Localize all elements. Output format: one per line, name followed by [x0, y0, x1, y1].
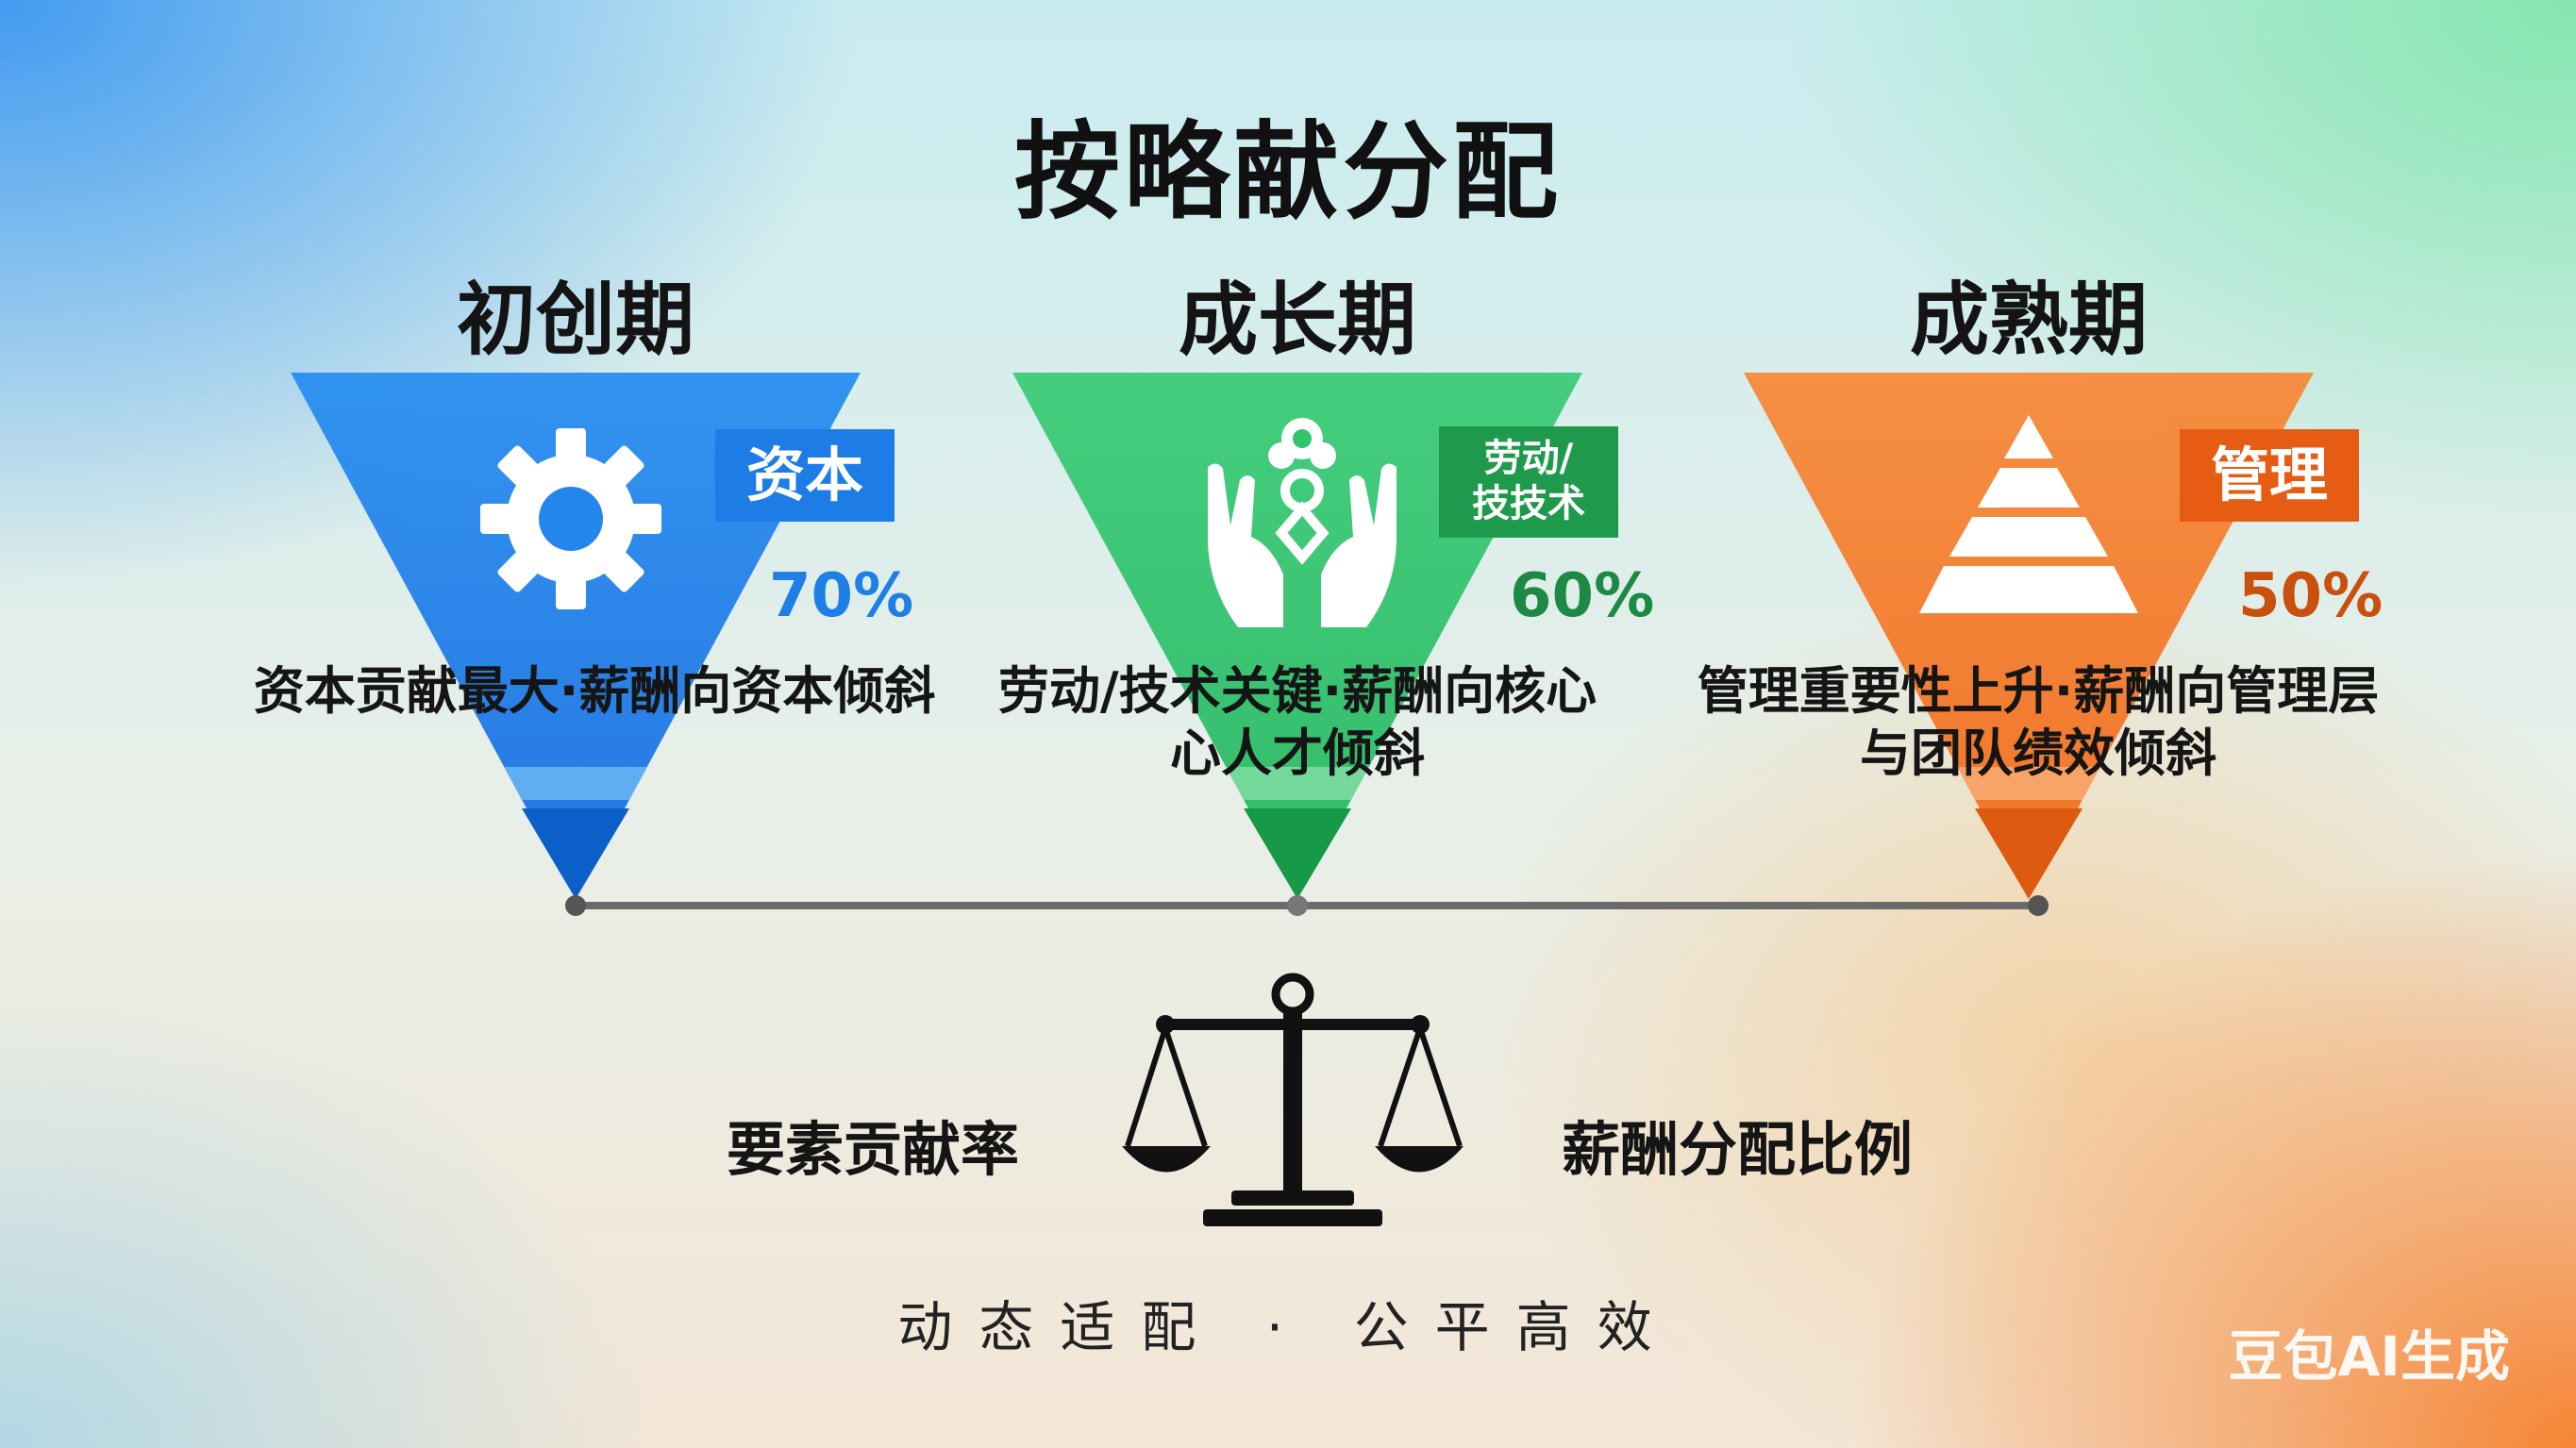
scale-right-label: 薪酬分配比例	[1562, 1115, 1914, 1184]
factor-badge-management: 管理	[2180, 429, 2359, 522]
stage-title-startup: 初创期	[456, 274, 694, 366]
stage-funnel-maturity: 管理 50%	[1736, 373, 2383, 901]
percent-startup: 70%	[769, 561, 914, 631]
description-maturity: 管理重要性上升·薪酬向管理层 与团队绩效倾斜	[1661, 660, 2416, 785]
tagline: 动态适配 · 公平高效	[897, 1295, 1679, 1359]
pyramid-icon	[1915, 415, 2142, 623]
hands-icon	[1189, 410, 1415, 627]
description-line: 劳动/技术关键·薪酬向核心	[997, 661, 1597, 721]
stage-funnel-growth: 劳动/ 技技术 60%	[1005, 373, 1654, 901]
timeline-connector	[557, 887, 2057, 924]
description-line: 资本贡献最大·薪酬向资本倾斜	[253, 661, 936, 721]
gear-icon	[477, 424, 665, 613]
balance-scale-icon	[1118, 972, 1467, 1236]
stage-funnel-startup: 资本 70%	[283, 373, 913, 901]
badge-line: 劳动/	[1483, 437, 1574, 480]
stage-title-maturity: 成熟期	[1909, 274, 2148, 366]
watermark: 豆包AI生成	[2228, 1324, 2510, 1389]
factor-badge-labor-tech: 劳动/ 技技术	[1439, 426, 1618, 538]
percent-growth: 60%	[1510, 561, 1655, 631]
description-line: 心人才倾斜	[1170, 724, 1425, 783]
description-startup: 资本贡献最大·薪酬向资本倾斜	[217, 660, 972, 723]
description-line: 管理重要性上升·薪酬向管理层	[1697, 661, 2380, 721]
scale-left-label: 要素贡献率	[727, 1115, 1020, 1184]
description-line: 与团队绩效倾斜	[1860, 724, 2216, 783]
stage-title-growth: 成长期	[1178, 274, 1416, 366]
badge-line: 技技术	[1472, 482, 1585, 525]
description-growth: 劳动/技术关键·薪酬向核心 心人才倾斜	[920, 660, 1675, 785]
percent-maturity: 50%	[2238, 561, 2384, 631]
factor-badge-capital: 资本	[715, 429, 895, 522]
page-title: 按略献分配	[1014, 111, 1562, 234]
